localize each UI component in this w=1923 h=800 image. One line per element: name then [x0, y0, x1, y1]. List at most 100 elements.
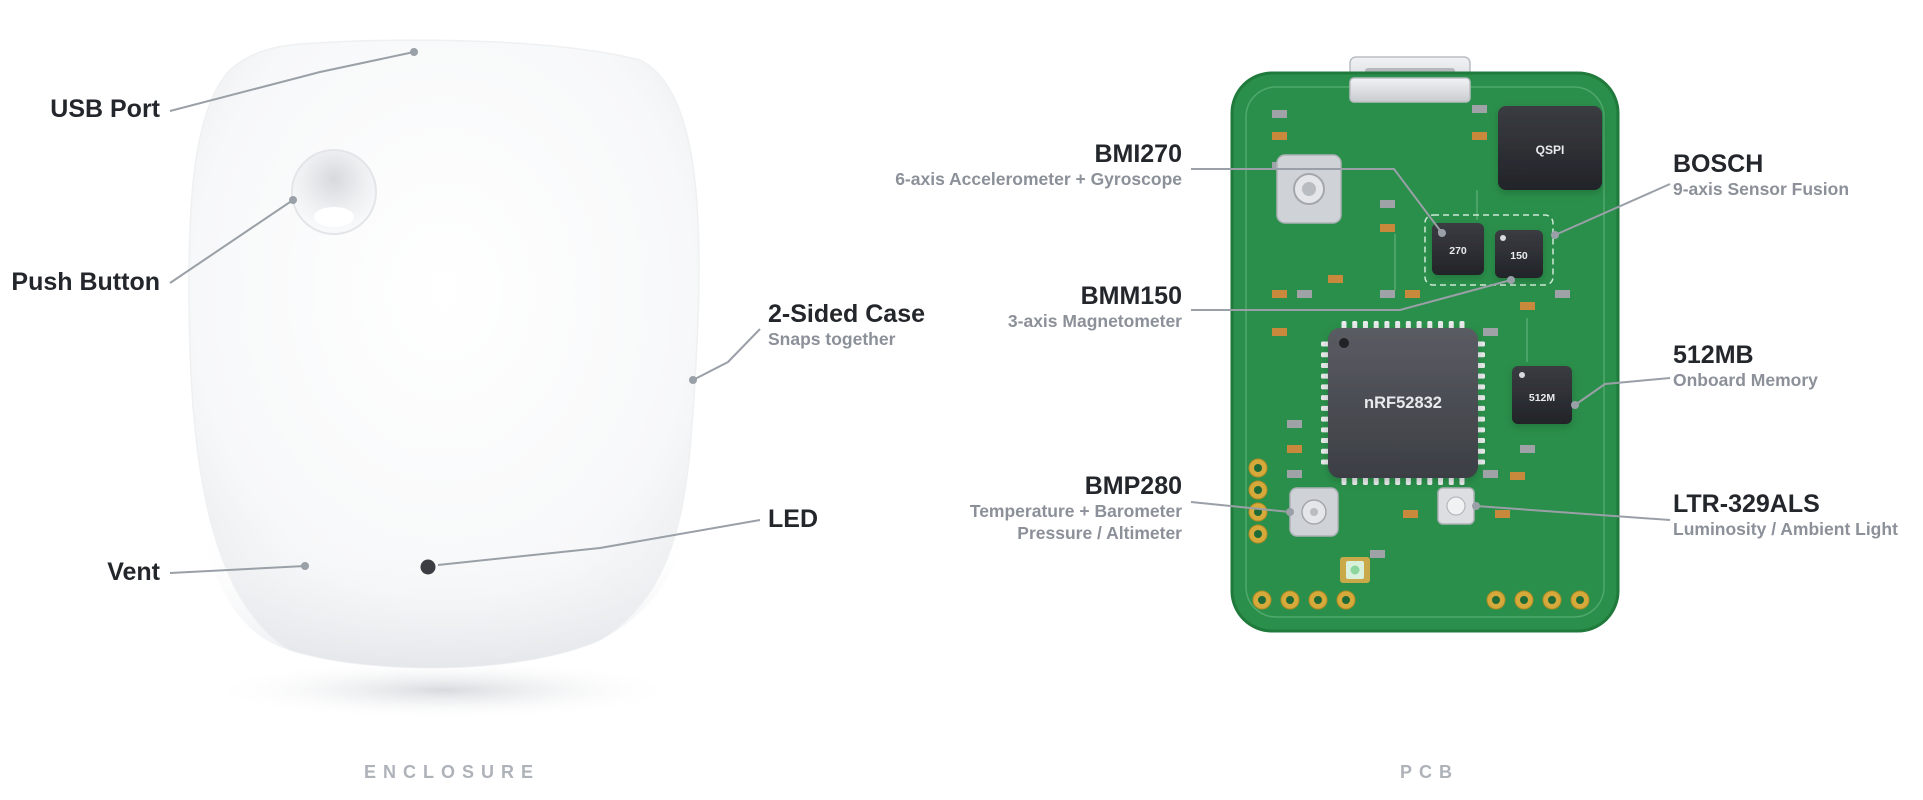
bmi270-subtitle: 6-axis Accelerometer + Gyroscope	[895, 169, 1182, 189]
vent-label: Vent	[107, 558, 160, 586]
mcu-chip-text: nRF52832	[1364, 394, 1442, 412]
pcb-section-label: PCB	[1400, 762, 1460, 782]
memory-title: 512MB	[1673, 341, 1754, 369]
mcu-pin	[1476, 362, 1485, 368]
ltr329-window	[1446, 496, 1466, 516]
gold-pad-hole	[1254, 464, 1262, 472]
ltr329-label: LTR-329ALS Luminosity / Ambient Light	[1673, 490, 1898, 540]
mcu-pin	[1438, 476, 1444, 485]
passive-components	[1272, 105, 1570, 558]
bmp280-label: BMP280 Temperature + Barometer Pressure …	[970, 472, 1182, 544]
bmp280-title: BMP280	[1084, 472, 1182, 500]
mcu-pin	[1341, 476, 1347, 485]
mcu-pin	[1362, 476, 1368, 485]
mcu-pin	[1321, 438, 1330, 444]
mcu-pin	[1341, 321, 1347, 330]
gold-pad-hole	[1258, 596, 1266, 604]
case-shadow	[204, 660, 684, 720]
bmm150-label: BMM150 3-axis Magnetometer	[1008, 282, 1182, 332]
enclosure-leaders	[169, 51, 761, 574]
usb-port-label: USB Port	[50, 95, 160, 123]
mcu-pin	[1321, 427, 1330, 433]
mcu-pin	[1362, 321, 1368, 330]
mcu-pin	[1405, 476, 1411, 485]
bmm150-chip	[1495, 230, 1543, 278]
mcu-pin	[1321, 416, 1330, 422]
mcu-pin	[1476, 341, 1485, 347]
memory-chip	[1512, 366, 1572, 424]
qspi-chip-text: QSPI	[1536, 143, 1565, 157]
mcu-pin	[1352, 321, 1358, 330]
mount-pad-top-hole	[1302, 182, 1316, 196]
bosch-label: BOSCH 9-axis Sensor Fusion	[1673, 150, 1849, 200]
bmp280-subtitle-2: Pressure / Altimeter	[1017, 523, 1182, 543]
gold-pad-hole	[1342, 596, 1350, 604]
mcu-pin	[1416, 476, 1422, 485]
mcu-pin	[1321, 362, 1330, 368]
gold-pad-hole	[1520, 596, 1528, 604]
gold-pad-hole	[1314, 596, 1322, 604]
gold-pad-hole	[1492, 596, 1500, 604]
mcu-pin	[1384, 321, 1390, 330]
bmp280-port-hole	[1310, 508, 1318, 516]
mcu-pin	[1438, 321, 1444, 330]
memory-pin1-dot	[1519, 372, 1525, 378]
case-title: 2-Sided Case	[768, 300, 926, 328]
bosch-subtitle: 9-axis Sensor Fusion	[1673, 179, 1850, 199]
mcu-pin	[1352, 476, 1358, 485]
mcu-pin	[1321, 384, 1330, 390]
mcu-pin	[1459, 476, 1465, 485]
pcb-leader-dots	[1286, 229, 1579, 516]
mcu-pin	[1427, 321, 1433, 330]
mcu-pin	[1476, 384, 1485, 390]
mcu-chip	[1328, 328, 1478, 478]
enclosure-leader-dots	[289, 48, 697, 570]
mcu-pin	[1476, 459, 1485, 465]
bmm150-chip-text: 150	[1510, 250, 1528, 262]
mcu-pin	[1476, 416, 1485, 422]
mcu-pin	[1373, 476, 1379, 485]
bmm150-subtitle: 3-axis Magnetometer	[1007, 311, 1182, 331]
case-label: 2-Sided Case Snaps together	[768, 300, 925, 350]
gold-pad-hole	[1254, 486, 1262, 494]
case-bottom-shade	[200, 520, 688, 668]
push-button-title: Push Button	[11, 268, 160, 296]
gold-pad-hole	[1286, 596, 1294, 604]
led-label: LED	[768, 505, 818, 533]
pcb-led-die	[1350, 565, 1360, 575]
bmm150-title: BMM150	[1080, 282, 1182, 310]
mcu-pins	[1321, 321, 1485, 485]
usb-port-title: USB Port	[50, 95, 160, 123]
mcu-pin	[1448, 321, 1454, 330]
bosch-title: BOSCH	[1673, 150, 1764, 178]
gold-pad-hole	[1254, 508, 1262, 516]
ltr329-title: LTR-329ALS	[1673, 490, 1820, 518]
mcu-pin	[1321, 395, 1330, 401]
mcu-pin	[1476, 448, 1485, 454]
gold-pad-hole	[1576, 596, 1584, 604]
mcu-pin	[1476, 373, 1485, 379]
mcu-pin	[1395, 321, 1401, 330]
gold-pad-hole	[1254, 530, 1262, 538]
mcu-pin	[1321, 352, 1330, 358]
mcu-pin	[1373, 321, 1379, 330]
bmi270-chip-text: 270	[1449, 245, 1467, 257]
bmm150-pin1-dot	[1500, 235, 1506, 241]
mcu-pin	[1384, 476, 1390, 485]
vent-title: Vent	[107, 558, 160, 586]
gold-pads	[1248, 458, 1590, 610]
bmi270-title: BMI270	[1094, 140, 1182, 168]
push-button-shape[interactable]	[291, 149, 377, 235]
bmi270-label: BMI270 6-axis Accelerometer + Gyroscope	[895, 140, 1182, 190]
led-title: LED	[768, 505, 818, 533]
gold-pad-hole	[1548, 596, 1556, 604]
memory-label: 512MB Onboard Memory	[1673, 341, 1818, 391]
mcu-pin	[1321, 459, 1330, 465]
mcu-pin	[1476, 438, 1485, 444]
pcb-leaders	[1190, 168, 1671, 521]
mcu-pin	[1416, 321, 1422, 330]
bmp280-subtitle-1: Temperature + Barometer	[969, 501, 1182, 521]
memory-subtitle: Onboard Memory	[1673, 370, 1818, 390]
mcu-pin	[1321, 341, 1330, 347]
